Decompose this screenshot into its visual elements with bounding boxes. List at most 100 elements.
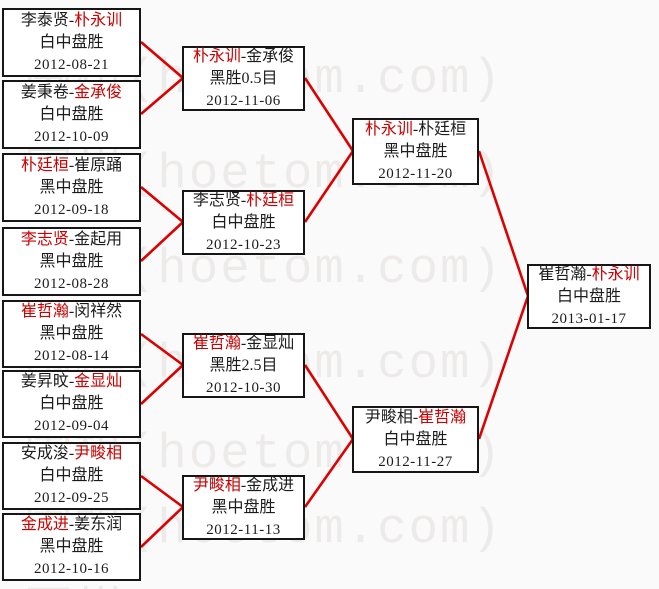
player-right: 朴廷桓 bbox=[246, 191, 295, 209]
match-date: 2012-09-04 bbox=[34, 418, 109, 434]
player-right: 金显灿 bbox=[246, 334, 295, 352]
player-left: 崔哲瀚 bbox=[192, 334, 241, 352]
match-result: 黑中盘胜 bbox=[39, 325, 104, 342]
matchup: 金成进-姜东润 bbox=[21, 514, 122, 536]
matchup: 李志贤-朴廷桓 bbox=[193, 190, 294, 212]
match-result: 黑中盘胜 bbox=[39, 538, 104, 555]
match-box-semifinal-2: 尹畯相-崔哲瀚 白中盘胜 2012-11-27 bbox=[352, 406, 479, 473]
match-result: 白中盘胜 bbox=[39, 33, 104, 51]
matchup: 姜昇旼-金显灿 bbox=[21, 371, 122, 393]
player-right: 崔哲瀚 bbox=[418, 408, 467, 426]
player-right: 金承俊 bbox=[246, 47, 295, 65]
match-box-round2-1: 朴永训-金承俊 黑胜0.5目 2012-11-06 bbox=[182, 46, 305, 111]
matchup: 李志贤-金起用 bbox=[21, 229, 122, 251]
separator: - bbox=[240, 334, 247, 352]
separator: - bbox=[240, 191, 247, 209]
player-right: 金显灿 bbox=[74, 373, 123, 390]
match-box-round1-5: 崔哲瀚-闵祥然 黑中盘胜 2012-08-14 bbox=[2, 300, 141, 368]
player-left: 姜昇旼 bbox=[20, 373, 69, 390]
matchup: 朴廷桓-崔原踊 bbox=[21, 155, 122, 177]
separator: - bbox=[68, 156, 75, 174]
player-left: 朴廷桓 bbox=[20, 156, 69, 174]
match-date: 2012-10-16 bbox=[34, 561, 109, 577]
match-date: 2012-08-21 bbox=[34, 56, 109, 73]
match-result: 白中盘胜 bbox=[383, 430, 448, 448]
match-result: 白中盘胜 bbox=[211, 213, 276, 231]
match-date: 2012-09-18 bbox=[34, 201, 109, 218]
matchup: 李泰贤-朴永训 bbox=[21, 10, 122, 32]
player-left: 李泰贤 bbox=[20, 11, 69, 29]
match-date: 2013-01-17 bbox=[551, 310, 627, 327]
match-box-round1-3: 朴廷桓-崔原踊 黑中盘胜 2012-09-18 bbox=[2, 153, 141, 222]
match-box-round1-7: 安成浚-尹畯相 白中盘胜 2012-09-25 bbox=[2, 442, 141, 510]
match-date: 2012-10-09 bbox=[34, 128, 109, 145]
match-box-round1-4: 李志贤-金起用 黑中盘胜 2012-08-28 bbox=[2, 227, 141, 296]
player-left: 尹畯相 bbox=[192, 476, 241, 494]
match-result: 黑胜2.5目 bbox=[209, 356, 278, 374]
matchup: 崔哲瀚-闵祥然 bbox=[21, 301, 122, 323]
player-left: 尹畯相 bbox=[364, 408, 413, 426]
match-result: 白中盘胜 bbox=[39, 105, 104, 123]
player-right: 金承俊 bbox=[74, 83, 123, 101]
match-date: 2012-10-30 bbox=[206, 379, 281, 396]
match-box-semifinal-1: 朴永训-朴廷桓 黑中盘胜 2012-11-20 bbox=[352, 118, 479, 185]
match-box-round1-1: 李泰贤-朴永训 白中盘胜 2012-08-21 bbox=[2, 8, 141, 77]
match-box-round2-3: 崔哲瀚-金显灿 黑胜2.5目 2012-10-30 bbox=[182, 333, 305, 398]
match-date: 2012-08-28 bbox=[34, 275, 109, 292]
matchup: 姜秉卷-金承俊 bbox=[21, 82, 122, 104]
match-date: 2012-11-06 bbox=[206, 92, 281, 109]
player-right: 崔原踊 bbox=[74, 156, 123, 174]
separator: - bbox=[68, 516, 75, 533]
match-box-round2-2: 李志贤-朴廷桓 白中盘胜 2012-10-23 bbox=[182, 190, 305, 255]
match-result: 黑中盘胜 bbox=[39, 252, 104, 270]
match-date: 2012-09-25 bbox=[34, 490, 109, 506]
match-box-round1-8: 金成进-姜东润 黑中盘胜 2012-10-16 bbox=[2, 513, 141, 581]
player-left: 姜秉卷 bbox=[20, 83, 69, 101]
separator: - bbox=[412, 120, 419, 138]
match-result: 白中盘胜 bbox=[39, 395, 104, 412]
match-date: 2012-11-27 bbox=[378, 453, 453, 470]
match-result: 黑胜0.5目 bbox=[209, 69, 278, 87]
separator: - bbox=[68, 83, 75, 101]
separator: - bbox=[240, 476, 247, 494]
player-right: 尹畯相 bbox=[74, 445, 123, 462]
player-right: 金起用 bbox=[74, 230, 123, 248]
player-left: 李志贤 bbox=[20, 230, 69, 248]
player-left: 李志贤 bbox=[192, 191, 241, 209]
player-right: 朴廷桓 bbox=[418, 120, 467, 138]
player-left: 安成浚 bbox=[20, 445, 69, 462]
match-date: 2012-11-20 bbox=[378, 165, 453, 182]
match-box-final: 崔哲瀚-朴永训 白中盘胜 2013-01-17 bbox=[527, 264, 651, 329]
matchup: 朴永训-金承俊 bbox=[193, 46, 294, 68]
player-left: 崔哲瀚 bbox=[20, 303, 69, 320]
separator: - bbox=[586, 265, 592, 283]
player-right: 闵祥然 bbox=[74, 303, 123, 320]
matchup: 尹畯相-金成进 bbox=[193, 475, 294, 497]
match-result: 白中盘胜 bbox=[39, 467, 104, 484]
match-result: 黑中盘胜 bbox=[383, 142, 448, 160]
matchup: 崔哲瀚-朴永训 bbox=[538, 264, 639, 286]
matchup: 安成浚-尹畯相 bbox=[21, 443, 122, 465]
match-result: 白中盘胜 bbox=[556, 287, 621, 305]
separator: - bbox=[68, 303, 75, 320]
separator: - bbox=[68, 373, 75, 390]
player-right: 朴永训 bbox=[74, 11, 123, 29]
player-right: 金成进 bbox=[246, 476, 295, 494]
player-left: 朴永训 bbox=[364, 120, 413, 138]
match-date: 2012-10-23 bbox=[206, 236, 281, 253]
match-date: 2012-11-13 bbox=[206, 521, 281, 538]
separator: - bbox=[68, 230, 75, 248]
match-date: 2012-08-14 bbox=[34, 348, 109, 364]
match-box-round2-4: 尹畯相-金成进 黑中盘胜 2012-11-13 bbox=[182, 475, 305, 540]
player-left: 朴永训 bbox=[192, 47, 241, 65]
separator: - bbox=[412, 408, 419, 426]
separator: - bbox=[68, 11, 75, 29]
matchup: 尹畯相-崔哲瀚 bbox=[365, 407, 466, 429]
player-right: 姜东润 bbox=[74, 516, 123, 533]
match-box-round1-6: 姜昇旼-金显灿 白中盘胜 2012-09-04 bbox=[2, 370, 141, 438]
separator: - bbox=[240, 47, 247, 65]
player-left: 金成进 bbox=[20, 516, 69, 533]
matchup: 崔哲瀚-金显灿 bbox=[193, 333, 294, 355]
